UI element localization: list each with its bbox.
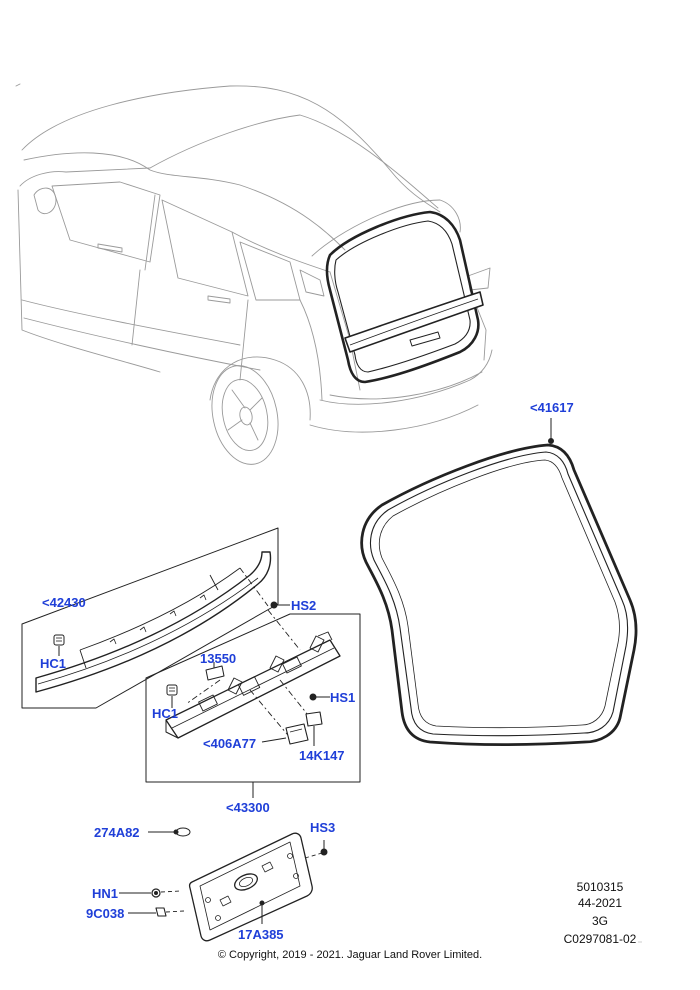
licence-plate-plinth [119, 827, 328, 942]
info-date: 44-2021 [577, 896, 623, 910]
callout-hs1[interactable]: HS1 [330, 690, 356, 705]
callout-274a82[interactable]: 274A82 [94, 825, 140, 840]
callout-hc1-upper[interactable]: HC1 [40, 656, 67, 671]
info-ref: C0297081-02 [563, 932, 637, 946]
info-code: 5010315 [576, 880, 624, 894]
callout-13550[interactable]: 13550 [200, 651, 237, 666]
callout-17a385[interactable]: 17A385 [238, 927, 284, 942]
callout-43300[interactable]: <43300 [226, 800, 270, 815]
callout-9c038[interactable]: 9C038 [86, 906, 125, 921]
callout-406a77[interactable]: <406A77 [203, 736, 257, 751]
callout-42430[interactable]: <42430 [42, 595, 86, 610]
callout-hc1-lower[interactable]: HC1 [152, 706, 179, 721]
tailgate-seal [360, 418, 638, 747]
tailgate-seal-on-vehicle [325, 210, 484, 384]
callout-hs3[interactable]: HS3 [310, 820, 336, 835]
info-variant: 3G [591, 914, 608, 928]
vehicle-illustration [15, 83, 493, 465]
callout-41617[interactable]: <41617 [530, 400, 574, 415]
callout-hn1[interactable]: HN1 [92, 886, 119, 901]
bracket-assembly [145, 601, 361, 798]
copyright-notice: © Copyright, 2019 - 2021. Jaguar Land Ro… [217, 949, 483, 961]
info-block: 5010315 44-2021 3G C0297081-02 [560, 880, 640, 946]
callout-14k147[interactable]: 14K147 [299, 748, 345, 763]
callout-hs2[interactable]: HS2 [291, 598, 317, 613]
finisher-trim [21, 527, 279, 709]
